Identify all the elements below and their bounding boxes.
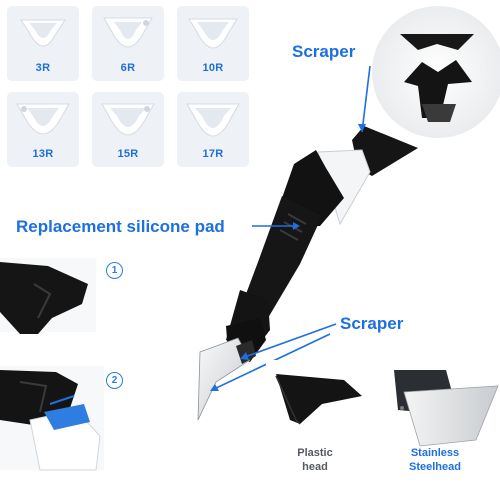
caption-line: Stainless	[410, 447, 460, 459]
inset-step-two	[0, 366, 104, 471]
inset-step-one	[0, 258, 96, 334]
steel-head-photo	[380, 360, 500, 447]
silicone-pad-icon	[16, 103, 70, 135]
plastic-head-photo	[266, 360, 370, 434]
pad-card-3r: 3R	[7, 6, 79, 81]
callout-scraper-top: Scraper	[292, 42, 356, 61]
pad-label: 3R	[35, 62, 51, 74]
pad-label: 13R	[32, 148, 54, 160]
pad-card-15r: 15R	[92, 92, 164, 167]
caulking-tool	[197, 126, 418, 421]
caption-line: Steelhead	[409, 461, 461, 473]
pad-label: 17R	[202, 148, 224, 160]
pad-card-13r: 13R	[7, 92, 79, 167]
step-one-badge: 1	[106, 262, 123, 279]
silicone-pad-icon	[188, 18, 238, 49]
pad-label: 10R	[202, 62, 224, 74]
caption-line: Plastic	[297, 447, 333, 459]
caption-line: head	[302, 461, 328, 473]
silicone-pad-icon	[20, 19, 66, 47]
pad-card-17r: 17R	[177, 92, 249, 167]
silicone-pad-icon	[101, 103, 155, 136]
callout-scraper-mid: Scraper	[340, 314, 404, 333]
callout-replacement-pad: Replacement silicone pad	[16, 217, 225, 236]
silicone-pad-icon	[186, 103, 240, 137]
caption-plastic-head: Plastic head	[282, 446, 348, 474]
scraper-zoom-circle	[372, 6, 500, 138]
pad-label: 6R	[120, 62, 136, 74]
pad-card-6r: 6R	[92, 6, 164, 81]
pad-card-10r: 10R	[177, 6, 249, 81]
silicone-pad-icon	[103, 17, 153, 48]
step-two-badge: 2	[106, 372, 123, 389]
caption-stainless-head: Stainless Steelhead	[392, 446, 478, 474]
pad-label: 15R	[117, 148, 139, 160]
